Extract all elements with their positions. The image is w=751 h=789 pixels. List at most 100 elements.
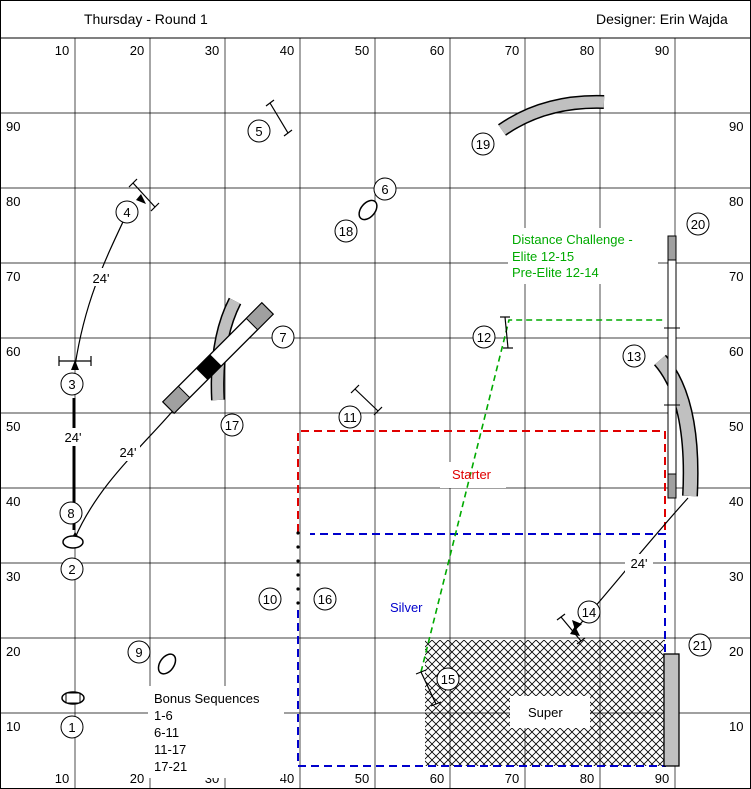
- tunnel-21: [663, 653, 680, 767]
- obstacle-number: 16: [318, 592, 332, 607]
- right-axis-label: 10: [729, 719, 743, 734]
- bottom-axis-label: 10: [55, 771, 69, 786]
- left-axis-label: 10: [6, 719, 20, 734]
- obstacle-number: 5: [255, 124, 262, 139]
- super-label: Super: [528, 705, 563, 720]
- obstacle-number: 14: [582, 605, 596, 620]
- axis-labels: 10 20 30 40 50 60 70 80 90 10 20 30 40 5…: [6, 43, 743, 786]
- right-axis-label: 60: [729, 344, 743, 359]
- path-4-3: [74, 206, 131, 367]
- obstacle-number: 17: [225, 418, 239, 433]
- bottom-axis-label: 90: [655, 771, 669, 786]
- obstacle-circle: [271, 325, 295, 349]
- obstacle-circle: [577, 600, 601, 624]
- obstacle-number: 13: [627, 349, 641, 364]
- obstacle-circle: [115, 200, 139, 224]
- bonus-sequence: 1-6: [154, 708, 173, 723]
- obstacle-circle: [313, 587, 337, 611]
- distance-bg: [60, 428, 86, 446]
- obstacle-circle: [622, 344, 646, 368]
- bottom-axis-label: 60: [430, 771, 444, 786]
- tunnel-13-fill: [654, 355, 698, 497]
- right-axis-label: 80: [729, 194, 743, 209]
- header-bar: Thursday - Round 1 Designer: Erin Wajda: [0, 0, 751, 38]
- arrow-icon: [71, 360, 79, 370]
- obstacle-number: 9: [135, 645, 142, 660]
- distance-label: 24': [120, 445, 137, 460]
- left-axis-label: 30: [6, 569, 20, 584]
- obstacle-number: 15: [441, 672, 455, 687]
- teeter: [161, 301, 275, 415]
- bonus-title: Bonus Sequences: [154, 691, 260, 706]
- obstacle-number: 8: [67, 506, 74, 521]
- obstacle-number: 18: [339, 224, 353, 239]
- left-axis-label: 40: [6, 494, 20, 509]
- obstacle-circle: [60, 372, 84, 396]
- obstacle-number: 19: [476, 137, 490, 152]
- obstacle-number: 20: [691, 217, 705, 232]
- jump-bars: [58, 99, 586, 707]
- bonus-sequence: 17-21: [154, 759, 187, 774]
- obstacle-circle: [436, 667, 460, 691]
- starter-label: Starter: [452, 467, 492, 482]
- silver-label: Silver: [390, 600, 423, 615]
- distance-challenge-line: [420, 319, 665, 673]
- dogwalk: [664, 235, 680, 499]
- distance-challenge-title: Distance Challenge -: [512, 232, 633, 247]
- obstacle-circle: [334, 219, 358, 243]
- obstacle-number: 4: [123, 205, 130, 220]
- top-axis-label: 80: [580, 43, 594, 58]
- left-axis-label: 70: [6, 269, 20, 284]
- top-axis-label: 20: [130, 43, 144, 58]
- obstacle-circle: [686, 212, 710, 236]
- path-7-8: [74, 399, 183, 539]
- obstacle-number: 7: [279, 330, 286, 345]
- bottom-axis-label: 20: [130, 771, 144, 786]
- obstacle-number: 6: [381, 182, 388, 197]
- obstacle-number: 3: [68, 377, 75, 392]
- left-axis-label: 60: [6, 344, 20, 359]
- obstacle-circle: [59, 501, 83, 525]
- obstacle-circle: [220, 413, 244, 437]
- bottom-axis-label: 80: [580, 771, 594, 786]
- tunnel-19-fill: [498, 96, 605, 135]
- left-axis-label: 90: [6, 119, 20, 134]
- top-axis-label: 90: [655, 43, 669, 58]
- distance-challenge-bg: [508, 228, 658, 284]
- right-axis-label: 50: [729, 419, 743, 434]
- bonus-box: [148, 686, 284, 778]
- designer-credit: Designer: Erin Wajda: [596, 11, 728, 27]
- left-axis-label: 50: [6, 419, 20, 434]
- distance-challenge-elite: Elite 12-15: [512, 249, 574, 264]
- right-axis-label: 20: [729, 644, 743, 659]
- top-axis-label: 40: [280, 43, 294, 58]
- obstacle-circle: [472, 325, 496, 349]
- bonus-sequence: 6-11: [154, 725, 179, 740]
- obstacle-circle: [471, 132, 495, 156]
- obstacle-circle: [60, 557, 84, 581]
- distance-label: 24': [93, 271, 110, 286]
- obstacle-circle: [60, 715, 84, 739]
- obstacle-circle: [258, 587, 282, 611]
- right-axis-label: 90: [729, 119, 743, 134]
- right-axis-label: 70: [729, 269, 743, 284]
- right-axis-label: 30: [729, 569, 743, 584]
- distance-label: 24': [65, 430, 82, 445]
- left-axis-label: 80: [6, 194, 20, 209]
- bottom-axis-label: 50: [355, 771, 369, 786]
- obstacle-number: 21: [693, 638, 707, 653]
- weave-poles: [296, 531, 300, 605]
- distance-challenge-pre-elite: Pre-Elite 12-14: [512, 265, 599, 280]
- obstacle-number: 12: [477, 330, 491, 345]
- obstacle-circle: [373, 177, 397, 201]
- left-axis-label: 20: [6, 644, 20, 659]
- obstacle-number: 2: [68, 562, 75, 577]
- obstacle-markers: 1 2 3 4 5 6 7 8 9 10 11 12 13 14 15 16 1…: [59, 119, 712, 739]
- distance-label: 24': [631, 556, 648, 571]
- course-title: Thursday - Round 1: [84, 11, 208, 27]
- bottom-axis-label: 70: [505, 771, 519, 786]
- right-axis-label: 40: [729, 494, 743, 509]
- distance-bg: [625, 554, 653, 572]
- top-axis-label: 70: [505, 43, 519, 58]
